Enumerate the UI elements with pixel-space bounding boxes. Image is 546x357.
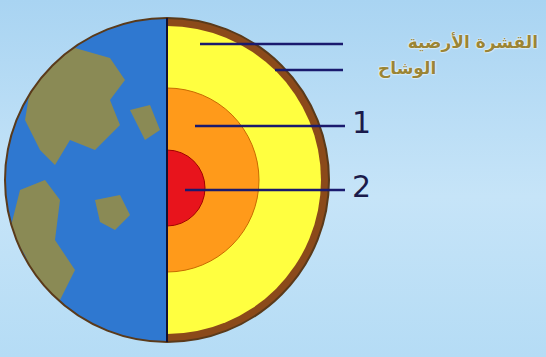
layer-label: الوشاح (378, 59, 436, 78)
globe-surface (0, 0, 170, 357)
callout-number: 2 (352, 170, 371, 203)
leader-lines (185, 44, 345, 190)
mantle-layer (167, 26, 321, 334)
leader-line (185, 189, 345, 192)
inner-core (167, 150, 205, 226)
axis-line (166, 18, 168, 342)
leader-line (195, 125, 345, 128)
callout-number: 1 (352, 106, 371, 139)
globe-outline (5, 18, 329, 342)
outer-core (167, 88, 259, 272)
leader-line (200, 43, 343, 46)
crust-layer (167, 18, 329, 342)
leader-line (275, 69, 343, 72)
layer-label: القشرة الأرضية (408, 33, 538, 52)
